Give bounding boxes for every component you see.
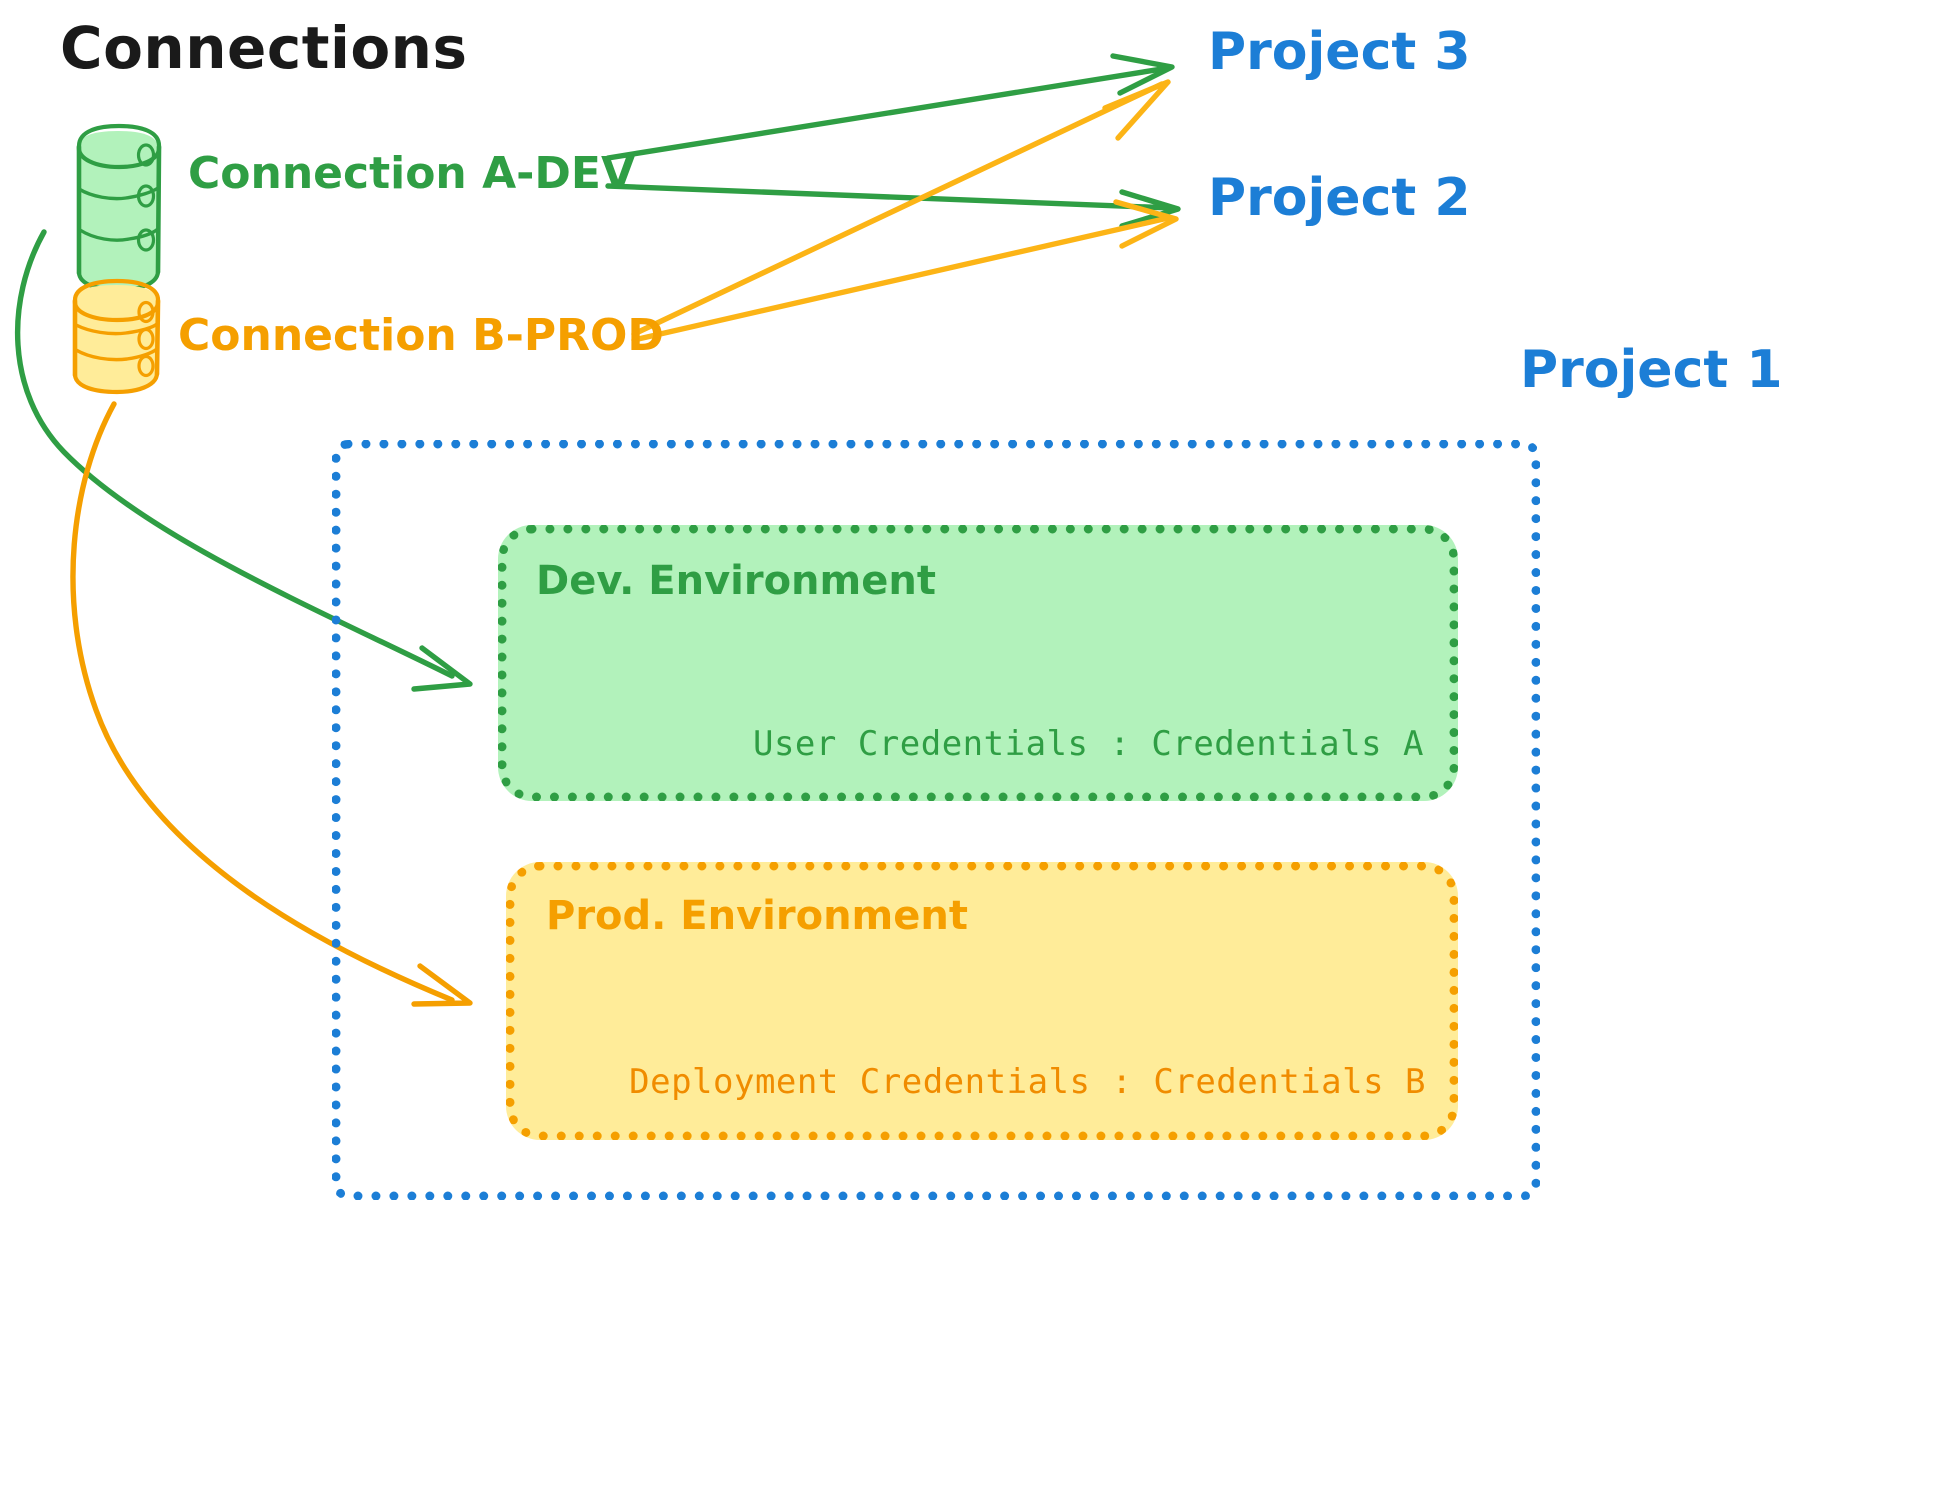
edge-b-prod-to-project-3: [631, 79, 1171, 337]
prod-credentials-text: Deployment Credentials : Credentials B: [629, 1062, 1426, 1102]
project-1-container: [332, 440, 1540, 1200]
prod-environment-box[interactable]: [506, 862, 1458, 1140]
dev-environment-credentials: User Credentials : Credentials A: [498, 724, 1424, 764]
connection-label-a-dev[interactable]: Connection A-DEV: [188, 148, 636, 199]
project-label-project-1[interactable]: Project 1: [1520, 340, 1783, 400]
project-label-project-3[interactable]: Project 3: [1208, 22, 1471, 82]
dev-environment-box[interactable]: [498, 525, 1458, 801]
dev-credentials-text: User Credentials : Credentials A: [752, 724, 1424, 764]
edge-b-prod-to-project-2: [631, 199, 1179, 343]
prod-environment-credentials: Deployment Credentials : Credentials B: [506, 1062, 1426, 1102]
dev-environment-title: Dev. Environment: [536, 558, 936, 604]
database-icon-b-prod[interactable]: [72, 278, 161, 395]
edge-a-dev-to-dev-environment: [14, 229, 473, 692]
connection-label-b-prod[interactable]: Connection B-PROD: [178, 310, 664, 361]
edge-a-dev-to-project-3: [605, 53, 1175, 161]
database-icon-a-dev[interactable]: [76, 123, 162, 293]
page-title: Connections: [60, 14, 468, 82]
prod-environment-title: Prod. Environment: [546, 893, 968, 939]
project-label-project-2[interactable]: Project 2: [1208, 168, 1471, 228]
edge-a-dev-to-project-2: [605, 183, 1181, 229]
